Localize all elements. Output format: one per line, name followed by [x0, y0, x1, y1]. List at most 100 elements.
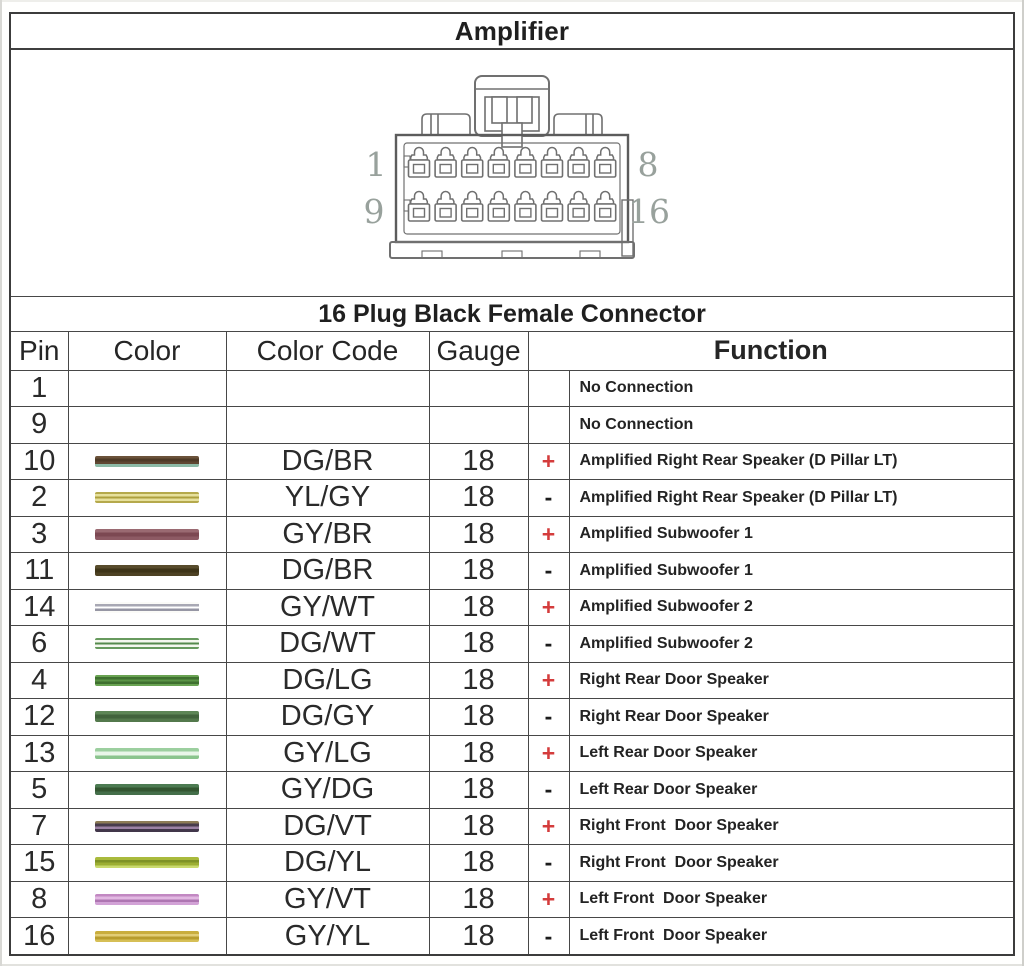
function-cell: Amplified Right Rear Speaker (D Pillar L…	[568, 479, 1013, 517]
wire-color-swatch	[95, 820, 199, 832]
terminal-cavity	[407, 190, 431, 222]
connector-diagram-area: 1 8 9 16	[11, 50, 1013, 296]
wire-color-swatch	[95, 674, 199, 686]
wire-color-cell	[67, 369, 227, 407]
function-cell: Left Front Door Speaker	[568, 880, 1013, 918]
wire-color-cell	[67, 917, 227, 954]
wire-color-swatch	[95, 711, 199, 723]
wire-color-swatch	[95, 857, 199, 869]
table-row: 11 DG/BR 18 - Amplified Subwoofer 1	[11, 552, 1013, 590]
polarity-cell: -	[527, 698, 570, 736]
terminal-cavity	[460, 146, 484, 178]
wire-color-cell	[67, 588, 227, 626]
gauge-cell: 18	[428, 698, 529, 736]
wire-color-swatch	[95, 784, 199, 796]
amplifier-pinout-sheet: Amplifier	[9, 12, 1015, 956]
wire-color-cell	[67, 406, 227, 444]
gauge-cell: 18	[428, 844, 529, 882]
wire-color-swatch	[95, 565, 199, 577]
color-code-cell: GY/DG	[225, 771, 430, 809]
connector-base	[389, 241, 635, 259]
col-header-color: Color	[67, 332, 227, 371]
terminal-cavity	[593, 190, 617, 222]
pin-cell: 9	[11, 406, 69, 444]
col-header-pin: Pin	[11, 332, 69, 371]
function-cell: Amplified Right Rear Speaker (D Pillar L…	[568, 442, 1013, 480]
col-header-function: Function	[527, 332, 1013, 371]
terminal-cavity	[593, 146, 617, 178]
gauge-cell: 18	[428, 588, 529, 626]
wire-color-swatch	[95, 893, 199, 905]
wire-color-cell	[67, 515, 227, 553]
color-code-cell: DG/BR	[225, 552, 430, 590]
wire-color-cell	[67, 844, 227, 882]
table-header-row: Pin Color Color Code Gauge Function	[11, 332, 1013, 371]
terminal-cavity	[540, 190, 564, 222]
table-row: 2 YL/GY 18 - Amplified Right Rear Speake…	[11, 479, 1013, 517]
table-row: 5 GY/DG 18 - Left Rear Door Speaker	[11, 771, 1013, 809]
wire-color-cell	[67, 625, 227, 663]
pin-cell: 1	[11, 369, 69, 407]
color-code-cell: DG/GY	[225, 698, 430, 736]
wire-color-swatch	[95, 638, 199, 650]
connector-side-tab-left	[421, 113, 471, 135]
gauge-cell	[428, 406, 529, 444]
wire-color-cell	[67, 442, 227, 480]
terminal-cavity	[487, 146, 511, 178]
pin-label-16: 16	[628, 192, 670, 231]
polarity-cell: +	[527, 515, 570, 553]
col-header-color-code: Color Code	[225, 332, 430, 371]
terminal-cavity	[540, 146, 564, 178]
color-code-cell: DG/LG	[225, 661, 430, 699]
pin-cell: 11	[11, 552, 69, 590]
color-code-cell: DG/YL	[225, 844, 430, 882]
table-row: 14 GY/WT 18 + Amplified Subwoofer 2	[11, 588, 1013, 626]
terminal-cavity	[487, 190, 511, 222]
connector-caption: 16 Plug Black Female Connector	[11, 296, 1013, 332]
table-row: 9 No Connection	[11, 406, 1013, 444]
pin-cell: 14	[11, 588, 69, 626]
table-row: 15 DG/YL 18 - Right Front Door Speaker	[11, 844, 1013, 882]
function-cell: No Connection	[568, 369, 1013, 407]
table-row: 13 GY/LG 18 + Left Rear Door Speaker	[11, 734, 1013, 772]
terminal-cavity	[434, 190, 457, 222]
wire-color-swatch	[95, 601, 199, 613]
terminal-cavity	[567, 146, 590, 178]
terminal-cavity	[567, 190, 590, 222]
polarity-cell: +	[527, 807, 570, 845]
gauge-cell: 18	[428, 917, 529, 954]
connector-side-tab-right	[553, 113, 603, 135]
wire-color-cell	[67, 479, 227, 517]
gauge-cell: 18	[428, 515, 529, 553]
gauge-cell: 18	[428, 734, 529, 772]
wire-color-swatch	[95, 492, 199, 504]
function-cell: Right Rear Door Speaker	[568, 661, 1013, 699]
pin-cell: 12	[11, 698, 69, 736]
function-cell: Left Rear Door Speaker	[568, 734, 1013, 772]
polarity-cell: -	[527, 844, 570, 882]
pin-label-8: 8	[638, 145, 659, 184]
polarity-cell: +	[527, 588, 570, 626]
gauge-cell: 18	[428, 807, 529, 845]
wire-color-cell	[67, 771, 227, 809]
gauge-cell: 18	[428, 552, 529, 590]
terminal-cavity	[514, 190, 537, 222]
color-code-cell: GY/VT	[225, 880, 430, 918]
polarity-cell	[527, 406, 570, 444]
polarity-cell: -	[527, 917, 570, 954]
pin-cell: 16	[11, 917, 69, 954]
table-row: 12 DG/GY 18 - Right Rear Door Speaker	[11, 698, 1013, 736]
pin-number-labels: 1 8 9 16	[364, 145, 671, 231]
table-row: 6 DG/WT 18 - Amplified Subwoofer 2	[11, 625, 1013, 663]
polarity-cell: +	[527, 661, 570, 699]
color-code-cell: GY/YL	[225, 917, 430, 954]
wire-color-swatch	[95, 930, 199, 942]
color-code-cell: GY/LG	[225, 734, 430, 772]
polarity-cell: +	[527, 442, 570, 480]
terminal-cavity	[407, 146, 431, 178]
col-header-gauge: Gauge	[428, 332, 529, 371]
terminal-cavity	[514, 146, 537, 178]
pin-label-9: 9	[364, 192, 385, 231]
table-row: 3 GY/BR 18 + Amplified Subwoofer 1	[11, 515, 1013, 553]
gauge-cell: 18	[428, 880, 529, 918]
